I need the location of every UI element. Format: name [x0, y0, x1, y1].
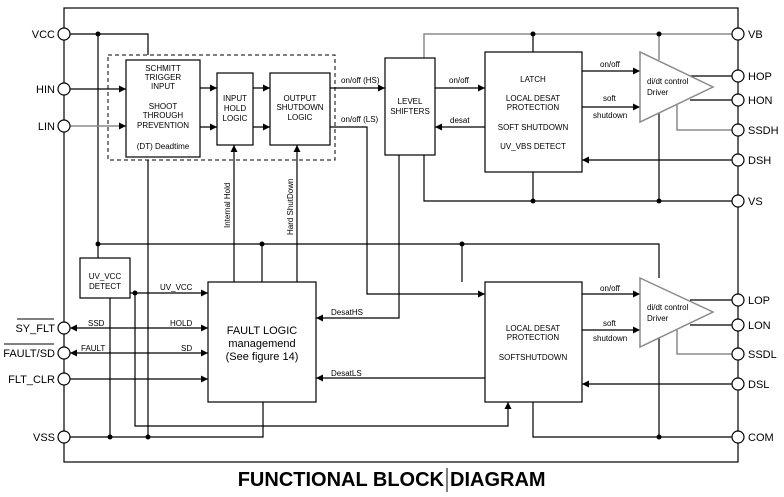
level-shifters-block: LEVEL SHIFTERS: [384, 57, 436, 156]
svg-text:SHIFTERS: SHIFTERS: [390, 107, 430, 116]
svg-text:desat: desat: [450, 116, 470, 125]
svg-text:(DT) Deadtime: (DT) Deadtime: [137, 142, 190, 151]
svg-text:soft: soft: [603, 319, 617, 328]
svg-text:PROTECTION: PROTECTION: [507, 103, 560, 112]
svg-text:UV_VCC: UV_VCC: [89, 272, 122, 281]
svg-text:FUNCTIONAL BLOCK: FUNCTIONAL BLOCK: [238, 469, 445, 491]
svg-text:SSD: SSD: [88, 319, 105, 328]
low-side-driver: di/dt control Driver: [639, 276, 715, 349]
svg-text:OUTPUT: OUTPUT: [284, 94, 317, 103]
svg-text:FAULT/SD: FAULT/SD: [3, 348, 55, 360]
svg-text:(See figure 14): (See figure 14): [226, 351, 299, 363]
svg-text:on/off (LS): on/off (LS): [341, 115, 379, 124]
svg-text:SHUTDOWN: SHUTDOWN: [276, 103, 323, 112]
svg-text:SHOOT: SHOOT: [149, 102, 178, 111]
uv-vcc-detect-block: UV_VCC DETECT: [79, 257, 131, 299]
svg-text:LOGIC: LOGIC: [223, 114, 248, 123]
svg-text:on/off: on/off: [600, 60, 621, 69]
svg-text:LATCH: LATCH: [520, 75, 546, 84]
svg-text:LOCAL DESAT: LOCAL DESAT: [506, 94, 560, 103]
left-pins: VCC HIN LIN SY_FLT FAULT/SD FLT_CLR VSS: [3, 27, 71, 444]
low-side-desat-block: LOCAL DESAT PROTECTION SOFTSHUTDOWN: [484, 281, 583, 403]
svg-text:FAULT LOGIC: FAULT LOGIC: [227, 325, 298, 337]
svg-text:shutdown: shutdown: [593, 111, 627, 120]
latch-block: LATCH LOCAL DESAT PROTECTION SOFT SHUTDO…: [484, 51, 583, 173]
svg-text:DETECT: DETECT: [89, 282, 121, 291]
svg-text:SSDH: SSDH: [748, 125, 779, 137]
svg-text:Hard ShutDown: Hard ShutDown: [286, 179, 295, 235]
svg-text:di/dt control: di/dt control: [647, 303, 689, 312]
svg-text:HON: HON: [748, 95, 773, 107]
right-pins: VB HOP HON SSDH DSH VS LOP LON SSDL DSL …: [731, 27, 779, 444]
svg-text:DIAGRAM: DIAGRAM: [450, 469, 546, 491]
svg-text:managemend: managemend: [228, 338, 295, 350]
svg-text:DSH: DSH: [748, 155, 771, 167]
svg-text:DesatLS: DesatLS: [331, 369, 362, 378]
svg-text:UV_VCC: UV_VCC: [160, 283, 193, 292]
svg-text:HOLD: HOLD: [224, 104, 246, 113]
svg-text:LOCAL DESAT: LOCAL DESAT: [506, 324, 560, 333]
svg-text:LOP: LOP: [748, 295, 770, 307]
svg-text:DSL: DSL: [748, 379, 769, 391]
svg-text:on/off: on/off: [600, 284, 621, 293]
high-side-driver: di/dt control Driver: [639, 50, 715, 124]
svg-text:PROTECTION: PROTECTION: [507, 333, 560, 342]
wires: [70, 33, 732, 438]
svg-text:soft: soft: [603, 94, 617, 103]
svg-text:COM: COM: [748, 432, 774, 444]
input-hold-logic-block: INPUT HOLD LOGIC: [216, 72, 254, 146]
svg-text:LEVEL: LEVEL: [398, 97, 423, 106]
svg-text:SOFTSHUTDOWN: SOFTSHUTDOWN: [499, 353, 568, 362]
svg-text:HOP: HOP: [748, 71, 772, 83]
svg-text:LON: LON: [748, 320, 771, 332]
svg-text:HOLD: HOLD: [170, 319, 192, 328]
diagram-title: FUNCTIONAL BLOCK DIAGRAM: [238, 468, 546, 492]
svg-text:DesatHS: DesatHS: [331, 308, 363, 317]
svg-text:INPUT: INPUT: [223, 94, 247, 103]
svg-text:Driver: Driver: [647, 88, 669, 97]
svg-text:HIN: HIN: [36, 84, 55, 96]
svg-text:SY_FLT: SY_FLT: [15, 323, 55, 335]
svg-text:LIN: LIN: [38, 121, 55, 133]
fault-logic-block: FAULT LOGIC managemend (See figure 14): [207, 281, 317, 403]
junction-dots: [95, 31, 662, 440]
svg-text:VB: VB: [748, 29, 763, 41]
svg-text:PREVENTION: PREVENTION: [137, 121, 189, 130]
svg-text:SOFT SHUTDOWN: SOFT SHUTDOWN: [498, 123, 569, 132]
svg-text:UV_VBS DETECT: UV_VBS DETECT: [500, 142, 566, 151]
svg-text:Driver: Driver: [647, 314, 669, 323]
svg-text:TRIGGER: TRIGGER: [145, 73, 182, 82]
svg-text:on/off: on/off: [449, 76, 470, 85]
svg-text:VSS: VSS: [33, 432, 55, 444]
chip-boundary: [63, 7, 739, 463]
svg-text:VS: VS: [748, 196, 763, 208]
output-shutdown-logic-block: OUTPUT SHUTDOWN LOGIC: [269, 72, 331, 146]
svg-text:LOGIC: LOGIC: [288, 113, 313, 122]
svg-text:FAULT: FAULT: [81, 344, 105, 353]
svg-text:di/dt control: di/dt control: [647, 77, 689, 86]
svg-text:INPUT: INPUT: [151, 82, 175, 91]
schmitt-trigger-block: SCHMITT TRIGGER INPUT SHOOT THROUGH PREV…: [125, 59, 201, 158]
svg-text:SCHMITT: SCHMITT: [145, 64, 181, 73]
signal-labels: on/off (HS) on/off (LS) on/off desat on/…: [81, 60, 627, 378]
svg-text:shutdown: shutdown: [593, 334, 627, 343]
svg-text:SSDL: SSDL: [748, 349, 777, 361]
svg-text:SD: SD: [181, 344, 192, 353]
input-logic-group: [107, 54, 336, 161]
svg-text:VCC: VCC: [32, 29, 55, 41]
svg-text:on/off (HS): on/off (HS): [341, 76, 380, 85]
svg-text:FLT_CLR: FLT_CLR: [8, 374, 55, 386]
svg-text:THROUGH: THROUGH: [143, 111, 184, 120]
svg-text:Internal Hold: Internal Hold: [223, 183, 232, 228]
